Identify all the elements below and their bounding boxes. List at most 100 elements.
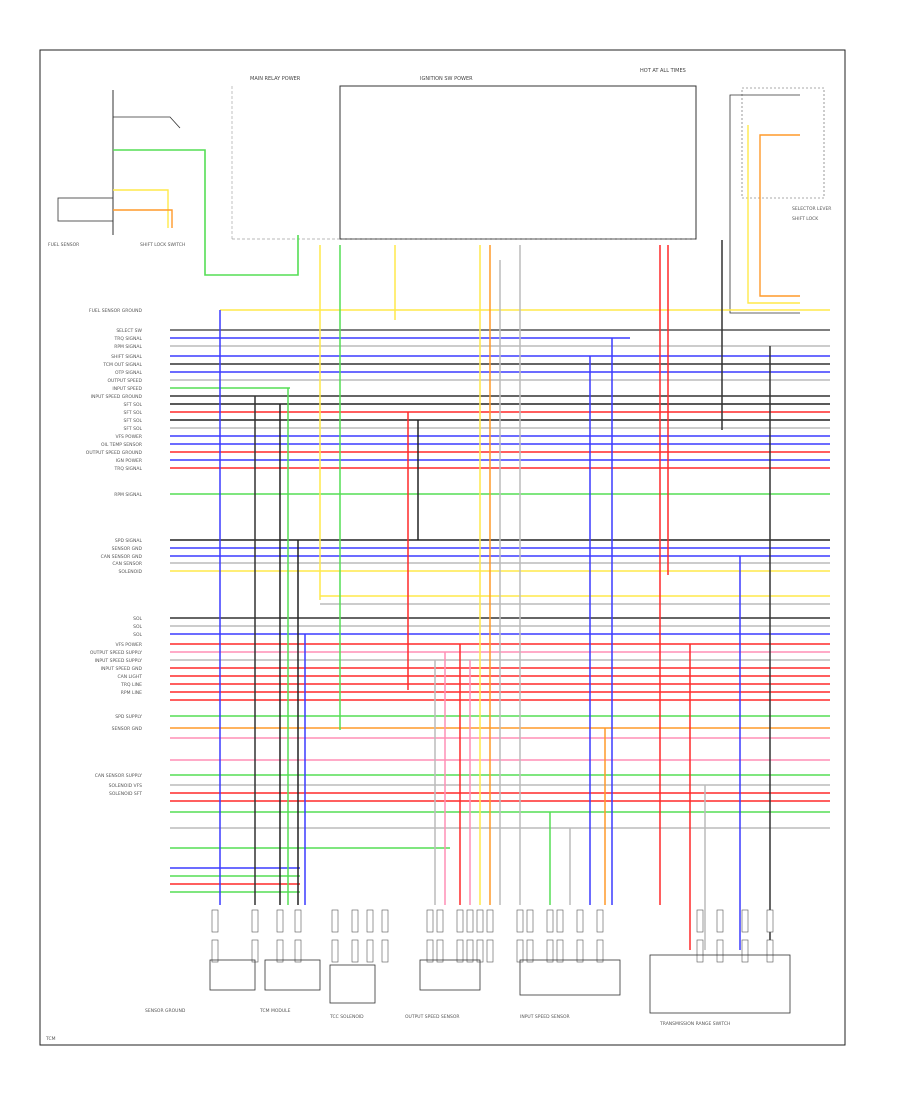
left-label: SOL — [133, 624, 142, 630]
left-label: INPUT SPEED — [112, 386, 142, 392]
left-label: RPM SIGNAL — [114, 492, 142, 498]
wire-group — [113, 94, 830, 963]
left-label: SOLENOID SFT — [109, 791, 142, 797]
left-label: SOLENOID — [119, 569, 143, 575]
left-label: CAN SENSOR — [112, 561, 142, 567]
top-label-0: MAIN RELAY POWER — [250, 76, 301, 82]
left-label: OUTPUT SPEED — [108, 378, 143, 384]
left-label: INPUT SPEED SUPPLY — [95, 658, 143, 664]
left-label: SPD SUPPLY — [115, 714, 142, 720]
connector-pin — [276, 909, 284, 933]
connector-pin — [546, 939, 554, 963]
connector-pin — [741, 939, 749, 963]
left-label: INPUT SPEED GND — [101, 666, 143, 672]
yellow-selector-wire — [747, 125, 800, 304]
left-label: RPM SIGNAL — [114, 344, 142, 350]
left-label: CAN SENSOR GND — [101, 554, 143, 560]
connector-pin — [486, 909, 494, 933]
top-label-2: HOT AT ALL TIMES — [640, 68, 686, 74]
connector-pin — [351, 939, 359, 963]
connector-pin — [526, 939, 534, 963]
tcm-module-box — [264, 959, 321, 991]
yellow-fuel-wire — [113, 189, 169, 228]
connector-pin — [331, 909, 339, 933]
connector-pin — [366, 939, 374, 963]
connector-pin — [476, 939, 484, 963]
connector-pin — [436, 939, 444, 963]
connector-pin — [716, 909, 724, 933]
fuel-ground-wire — [113, 116, 181, 129]
left-label: TRQ LINE — [120, 682, 142, 688]
connector-pin — [576, 939, 584, 963]
connector-pin — [331, 939, 339, 963]
connector-pin — [596, 909, 604, 933]
connector-pin — [716, 939, 724, 963]
selector-ground-wire — [729, 94, 800, 314]
connector-pin — [466, 909, 474, 933]
orange-selector-wire — [759, 134, 800, 297]
connector-pin — [211, 939, 219, 963]
tcc-solenoid-box — [329, 964, 376, 1004]
left-label: OUTPUT SPEED SUPPLY — [90, 650, 142, 656]
left-label: SOLENOID VFS — [109, 783, 142, 789]
range-switch-box — [649, 954, 791, 1014]
connector-pin — [766, 939, 774, 963]
connector-pin — [466, 939, 474, 963]
bottom-component-2: TCC SOLENOID — [329, 1014, 364, 1020]
green-feed-wire — [113, 149, 299, 276]
connector-pin — [294, 939, 302, 963]
left-label: SFT SOL — [124, 426, 143, 432]
connector-pin — [294, 909, 302, 933]
relay-box — [339, 85, 697, 240]
left-label: VFS POWER — [115, 642, 142, 648]
connector-pin — [556, 939, 564, 963]
left-label: TCM OUT SIGNAL — [102, 362, 142, 368]
left-label: CAN SENSOR SUPPLY — [95, 773, 143, 779]
connector-pin — [516, 909, 524, 933]
selector-lever-box — [741, 87, 825, 199]
connector-pin — [546, 909, 554, 933]
connector-pin — [596, 939, 604, 963]
left-label: OUTPUT SPEED GROUND — [86, 450, 143, 456]
bottom-component-1: TCM MODULE — [259, 1008, 291, 1014]
connector-pin — [741, 909, 749, 933]
left-label: TRQ SIGNAL — [114, 336, 143, 342]
connector-pin — [486, 939, 494, 963]
top-label-1: IGNITION SW POWER — [420, 76, 473, 82]
left-label: SFT SOL — [124, 418, 143, 424]
left-label: FUEL SENSOR GROUND — [89, 308, 143, 314]
connector-pin — [516, 939, 524, 963]
connector-pin — [436, 909, 444, 933]
connector-pin — [456, 939, 464, 963]
left-label: SOL — [133, 616, 142, 622]
left-label: SELECT SW — [116, 328, 142, 334]
left-label: OTP SIGNAL — [115, 370, 143, 376]
bottom-component-3: OUTPUT SPEED SENSOR — [405, 1014, 460, 1020]
right-component-0: SELECTOR LEVER — [792, 206, 831, 212]
left-component-0: FUEL SENSOR — [48, 242, 79, 248]
left-label: OIL TEMP SENSOR — [101, 442, 142, 448]
connector-pin — [426, 909, 434, 933]
orange-fuel-wire — [113, 209, 173, 228]
left-label: IGN POWER — [116, 458, 142, 464]
connector-pin — [556, 909, 564, 933]
connector-pin — [476, 909, 484, 933]
right-component-1: SHIFT LOCK — [792, 216, 819, 222]
left-label: SOL — [133, 632, 142, 638]
bottom-component-4: INPUT SPEED SENSOR — [520, 1014, 570, 1020]
left-label: SENSOR GND — [112, 546, 143, 552]
left-label: SPD SIGNAL — [115, 538, 143, 544]
connector-pin — [276, 939, 284, 963]
output-speed-sensor-box — [419, 959, 481, 991]
connector-pin — [366, 909, 374, 933]
input-speed-sensor-box — [519, 959, 621, 996]
left-label-group: FUEL SENSOR GROUND SELECT SW TRQ SIGNAL RPM… — [86, 308, 143, 797]
connector-pin — [251, 909, 259, 933]
connector-pin — [426, 939, 434, 963]
footnote: TCM — [45, 1036, 56, 1042]
connector-pin — [251, 939, 259, 963]
left-label: TRQ SIGNAL — [114, 466, 143, 472]
bottom-component-5: TRANSMISSION RANGE SWITCH — [659, 1021, 730, 1027]
left-label: SFT SOL — [124, 402, 143, 408]
